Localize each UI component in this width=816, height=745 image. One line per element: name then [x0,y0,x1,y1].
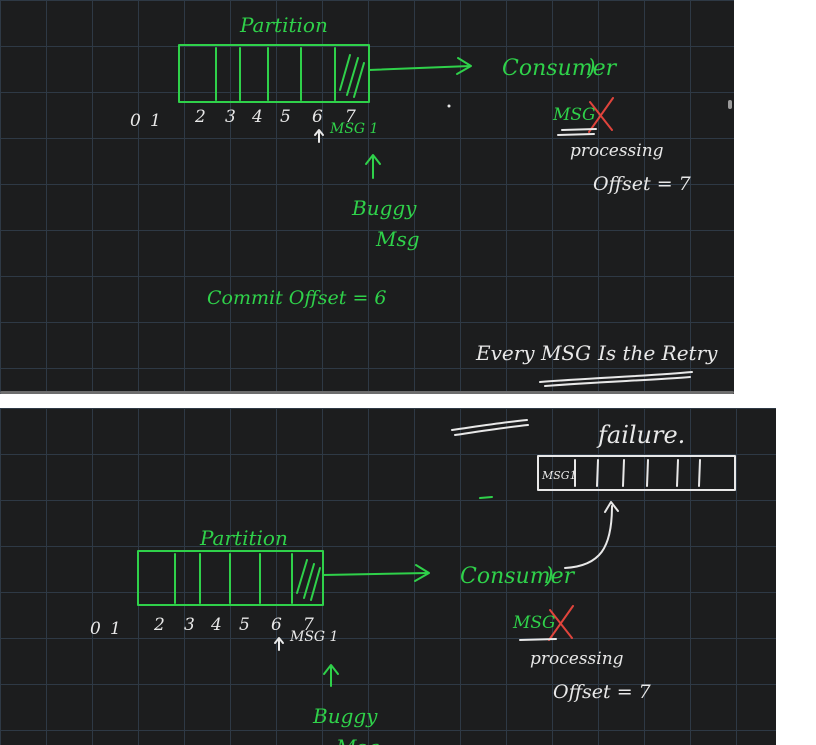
hatched-cell [339,54,365,98]
scribble-line [539,371,693,383]
consumer-label: Consumer [460,564,576,589]
offset-label-5: 5 [280,107,291,127]
offset-label-4: 4 [251,107,263,127]
partition-label: Partition [199,526,288,550]
offset-label-0: 0 [130,111,141,131]
arrow-to-consumer [368,65,471,71]
offset-label-4: 4 [210,615,222,635]
offset-label-2: 2 [153,615,165,635]
consumer-close-paren: ) [586,56,596,81]
small-arrow [479,496,493,499]
offset-label-6: 6 [271,615,282,635]
vertical-scrollbar-handle[interactable] [728,100,732,109]
offset-equals-label: Offset = 7 [553,681,652,703]
buggy-msg-label: Msg [375,227,420,251]
whiteboard-panel-bottom: failure. MSG1 Partition Consumer [0,408,776,745]
arrow-to-failure-queue [564,505,613,569]
offset-label-2: 2 [194,107,206,127]
ink-dot [447,104,451,108]
processing-label: processing [530,649,624,669]
offset-label-3: 3 [184,615,195,635]
partition-box [137,550,324,606]
horizontal-scrollbar[interactable] [0,391,734,394]
hatched-cell [296,559,321,601]
msg-label: MSG [512,613,556,633]
processing-label: processing [570,141,664,161]
offset-label-1: 1 [150,111,161,131]
arrow-head [456,57,472,75]
failure-label: failure. [596,421,685,449]
failure-queue-box [537,455,736,491]
failure-queue-first-item: MSG1 [541,469,577,482]
offset-label-7: 7 [345,107,356,127]
whiteboard-panel-top: Partition Consumer ) 0 1 2 3 4 5 6 7 MSG… [0,0,734,394]
every-msg-label: Every MSG [475,341,591,365]
buggy-msg-label: Msg [335,735,380,745]
offset-label-5: 5 [239,615,250,635]
offset-label-7: 7 [303,615,314,635]
commit-offset-label: Commit Offset = 6 [207,287,387,309]
offset-label-3: 3 [225,107,236,127]
ink-layer-top: Partition Consumer ) 0 1 2 3 4 5 6 7 MSG… [130,13,718,387]
buggy-label: Buggy [312,704,378,728]
consumer-close-paren: ) [544,564,554,589]
scribble-line [451,419,528,431]
msg-pointer-label: MSG 1 [289,629,338,645]
offset-equals-label: Offset = 7 [593,173,692,195]
consumer-label: Consumer [502,56,618,81]
retry-label: Is the Retry [597,341,718,365]
partition-label: Partition [239,13,328,37]
msg-label: MSG [552,105,596,125]
partition-box [178,44,370,103]
ink-layer-bottom: failure. MSG1 Partition Consumer [90,419,736,745]
offset-label-1: 1 [110,619,121,639]
msg-pointer-label: MSG 1 [329,121,378,137]
underline [519,638,557,641]
underline [561,128,597,131]
buggy-label: Buggy [351,196,417,220]
offset-label-6: 6 [312,107,323,127]
arrow-to-consumer [322,572,429,576]
offset-label-0: 0 [90,619,101,639]
